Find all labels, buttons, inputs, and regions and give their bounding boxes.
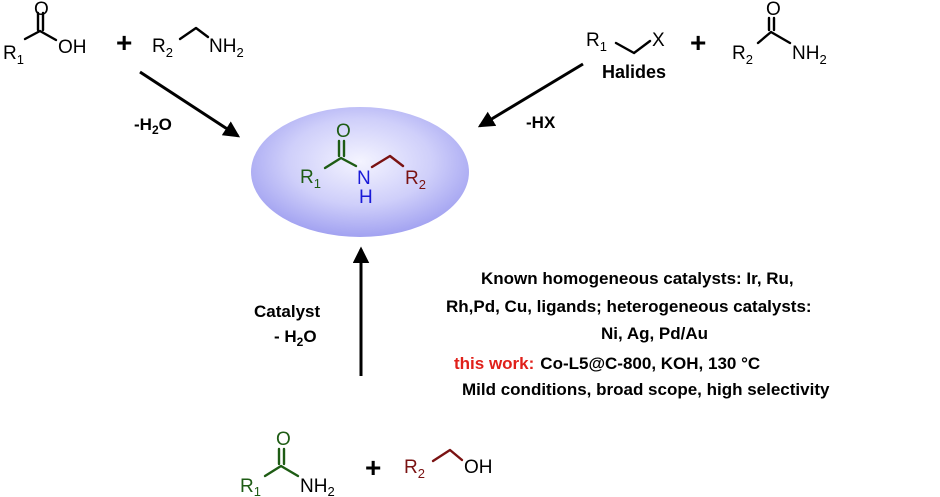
condition-top-right: -HX bbox=[526, 113, 556, 132]
halides-label: Halides bbox=[602, 62, 666, 82]
acid-r-group: R1 bbox=[3, 43, 24, 67]
product-nh-hydrogen: H bbox=[359, 187, 373, 208]
condition-catalyst: Catalyst bbox=[254, 302, 320, 321]
acid-hydroxyl: OH bbox=[58, 37, 87, 58]
product-ellipse bbox=[251, 107, 469, 237]
notes-line-1: Known homogeneous catalysts: Ir, Ru, bbox=[481, 269, 794, 288]
amide-top-right: O R2 NH2 bbox=[732, 0, 827, 67]
alkyl-halide: R1 X Halides bbox=[586, 30, 666, 82]
alcohol-bottom: R2 OH bbox=[404, 448, 493, 481]
notes-line-5: Mild conditions, broad scope, high selec… bbox=[462, 380, 830, 399]
alcohol-oh: OH bbox=[464, 457, 493, 478]
bottom-amide-nh2: NH2 bbox=[300, 476, 335, 497]
amine: R2 NH2 bbox=[152, 26, 244, 60]
amine-nh2: NH2 bbox=[209, 36, 244, 60]
product-nitrogen: N bbox=[357, 168, 371, 189]
plus-sign-top-right: + bbox=[690, 27, 706, 58]
plus-sign-bottom: + bbox=[365, 452, 381, 483]
halide-r-group: R1 bbox=[586, 30, 607, 54]
product-r2: R2 bbox=[405, 168, 426, 192]
amide-oxygen: O bbox=[766, 0, 781, 20]
condition-top-left: -H2O bbox=[134, 115, 172, 137]
amide-nh2: NH2 bbox=[792, 43, 827, 67]
catalyst-notes: Known homogeneous catalysts: Ir, Ru, Rh,… bbox=[446, 269, 830, 399]
halide-x: X bbox=[652, 30, 665, 51]
this-work-line: this work: Co-L5@C-800, KOH, 130 °C bbox=[454, 354, 760, 373]
this-work-conditions: Co-L5@C-800, KOH, 130 °C bbox=[540, 354, 760, 373]
product-r1: R1 bbox=[300, 167, 321, 191]
amide-r-group: R2 bbox=[732, 43, 753, 67]
bottom-amide-r1: R1 bbox=[240, 476, 261, 497]
product-oxygen: O bbox=[336, 121, 351, 142]
plus-sign-top-left: + bbox=[116, 27, 132, 58]
arrow-top-right bbox=[477, 62, 584, 128]
acid-oxygen: O bbox=[34, 0, 49, 20]
notes-line-3: Ni, Ag, Pd/Au bbox=[601, 324, 708, 343]
carboxylic-acid: O R1 OH bbox=[3, 0, 87, 67]
condition-water: - H2O bbox=[274, 327, 317, 349]
secondary-amide-product: O R1 N H R2 bbox=[300, 121, 426, 208]
this-work-label: this work: bbox=[454, 354, 534, 373]
alcohol-r2: R2 bbox=[404, 457, 425, 481]
bottom-amide-oxygen: O bbox=[276, 429, 291, 450]
arrow-top-left bbox=[139, 70, 241, 138]
notes-line-2: Rh,Pd, Cu, ligands; heterogeneous cataly… bbox=[446, 297, 812, 316]
amine-r-group: R2 bbox=[152, 36, 173, 60]
amide-bottom: O R1 NH2 bbox=[240, 429, 335, 497]
